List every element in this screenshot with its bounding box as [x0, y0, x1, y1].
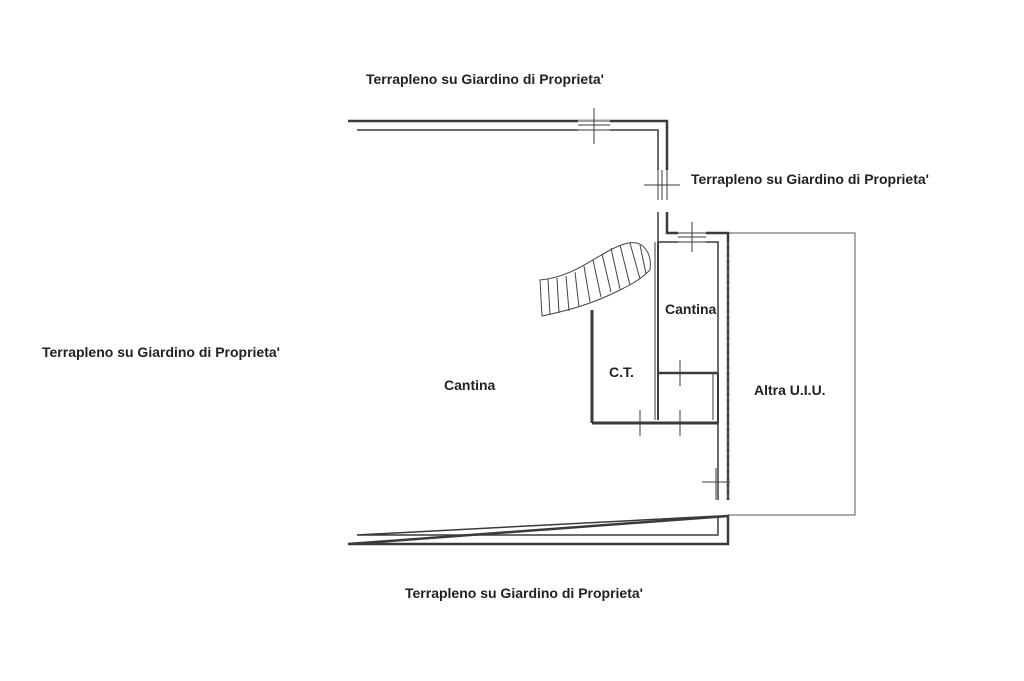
door-marks	[628, 360, 730, 500]
room-label-boiler: C.T.	[609, 364, 634, 380]
window-top	[578, 108, 610, 144]
room-label-cantina-small: Cantina	[665, 301, 717, 317]
room-label-cantina-main: Cantina	[444, 377, 496, 393]
surrounding-label-right: Terrapleno su Giardino di Proprieta'	[691, 171, 929, 187]
room-label-neighbor-unit: Altra U.I.U.	[754, 382, 826, 398]
outer-wall-outer-line	[347, 119, 730, 546]
surrounding-label-top: Terrapleno su Giardino di Proprieta'	[366, 71, 604, 87]
interior-walls	[590, 242, 719, 425]
surrounding-label-bottom: Terrapleno su Giardino di Proprieta'	[405, 585, 643, 601]
neighbor-unit-outline	[728, 232, 856, 516]
window-cantina-top	[678, 222, 706, 252]
surrounding-label-left: Terrapleno su Giardino di Proprieta'	[42, 344, 280, 360]
spiral-staircase	[539, 242, 651, 317]
window-right-upper	[644, 170, 680, 200]
